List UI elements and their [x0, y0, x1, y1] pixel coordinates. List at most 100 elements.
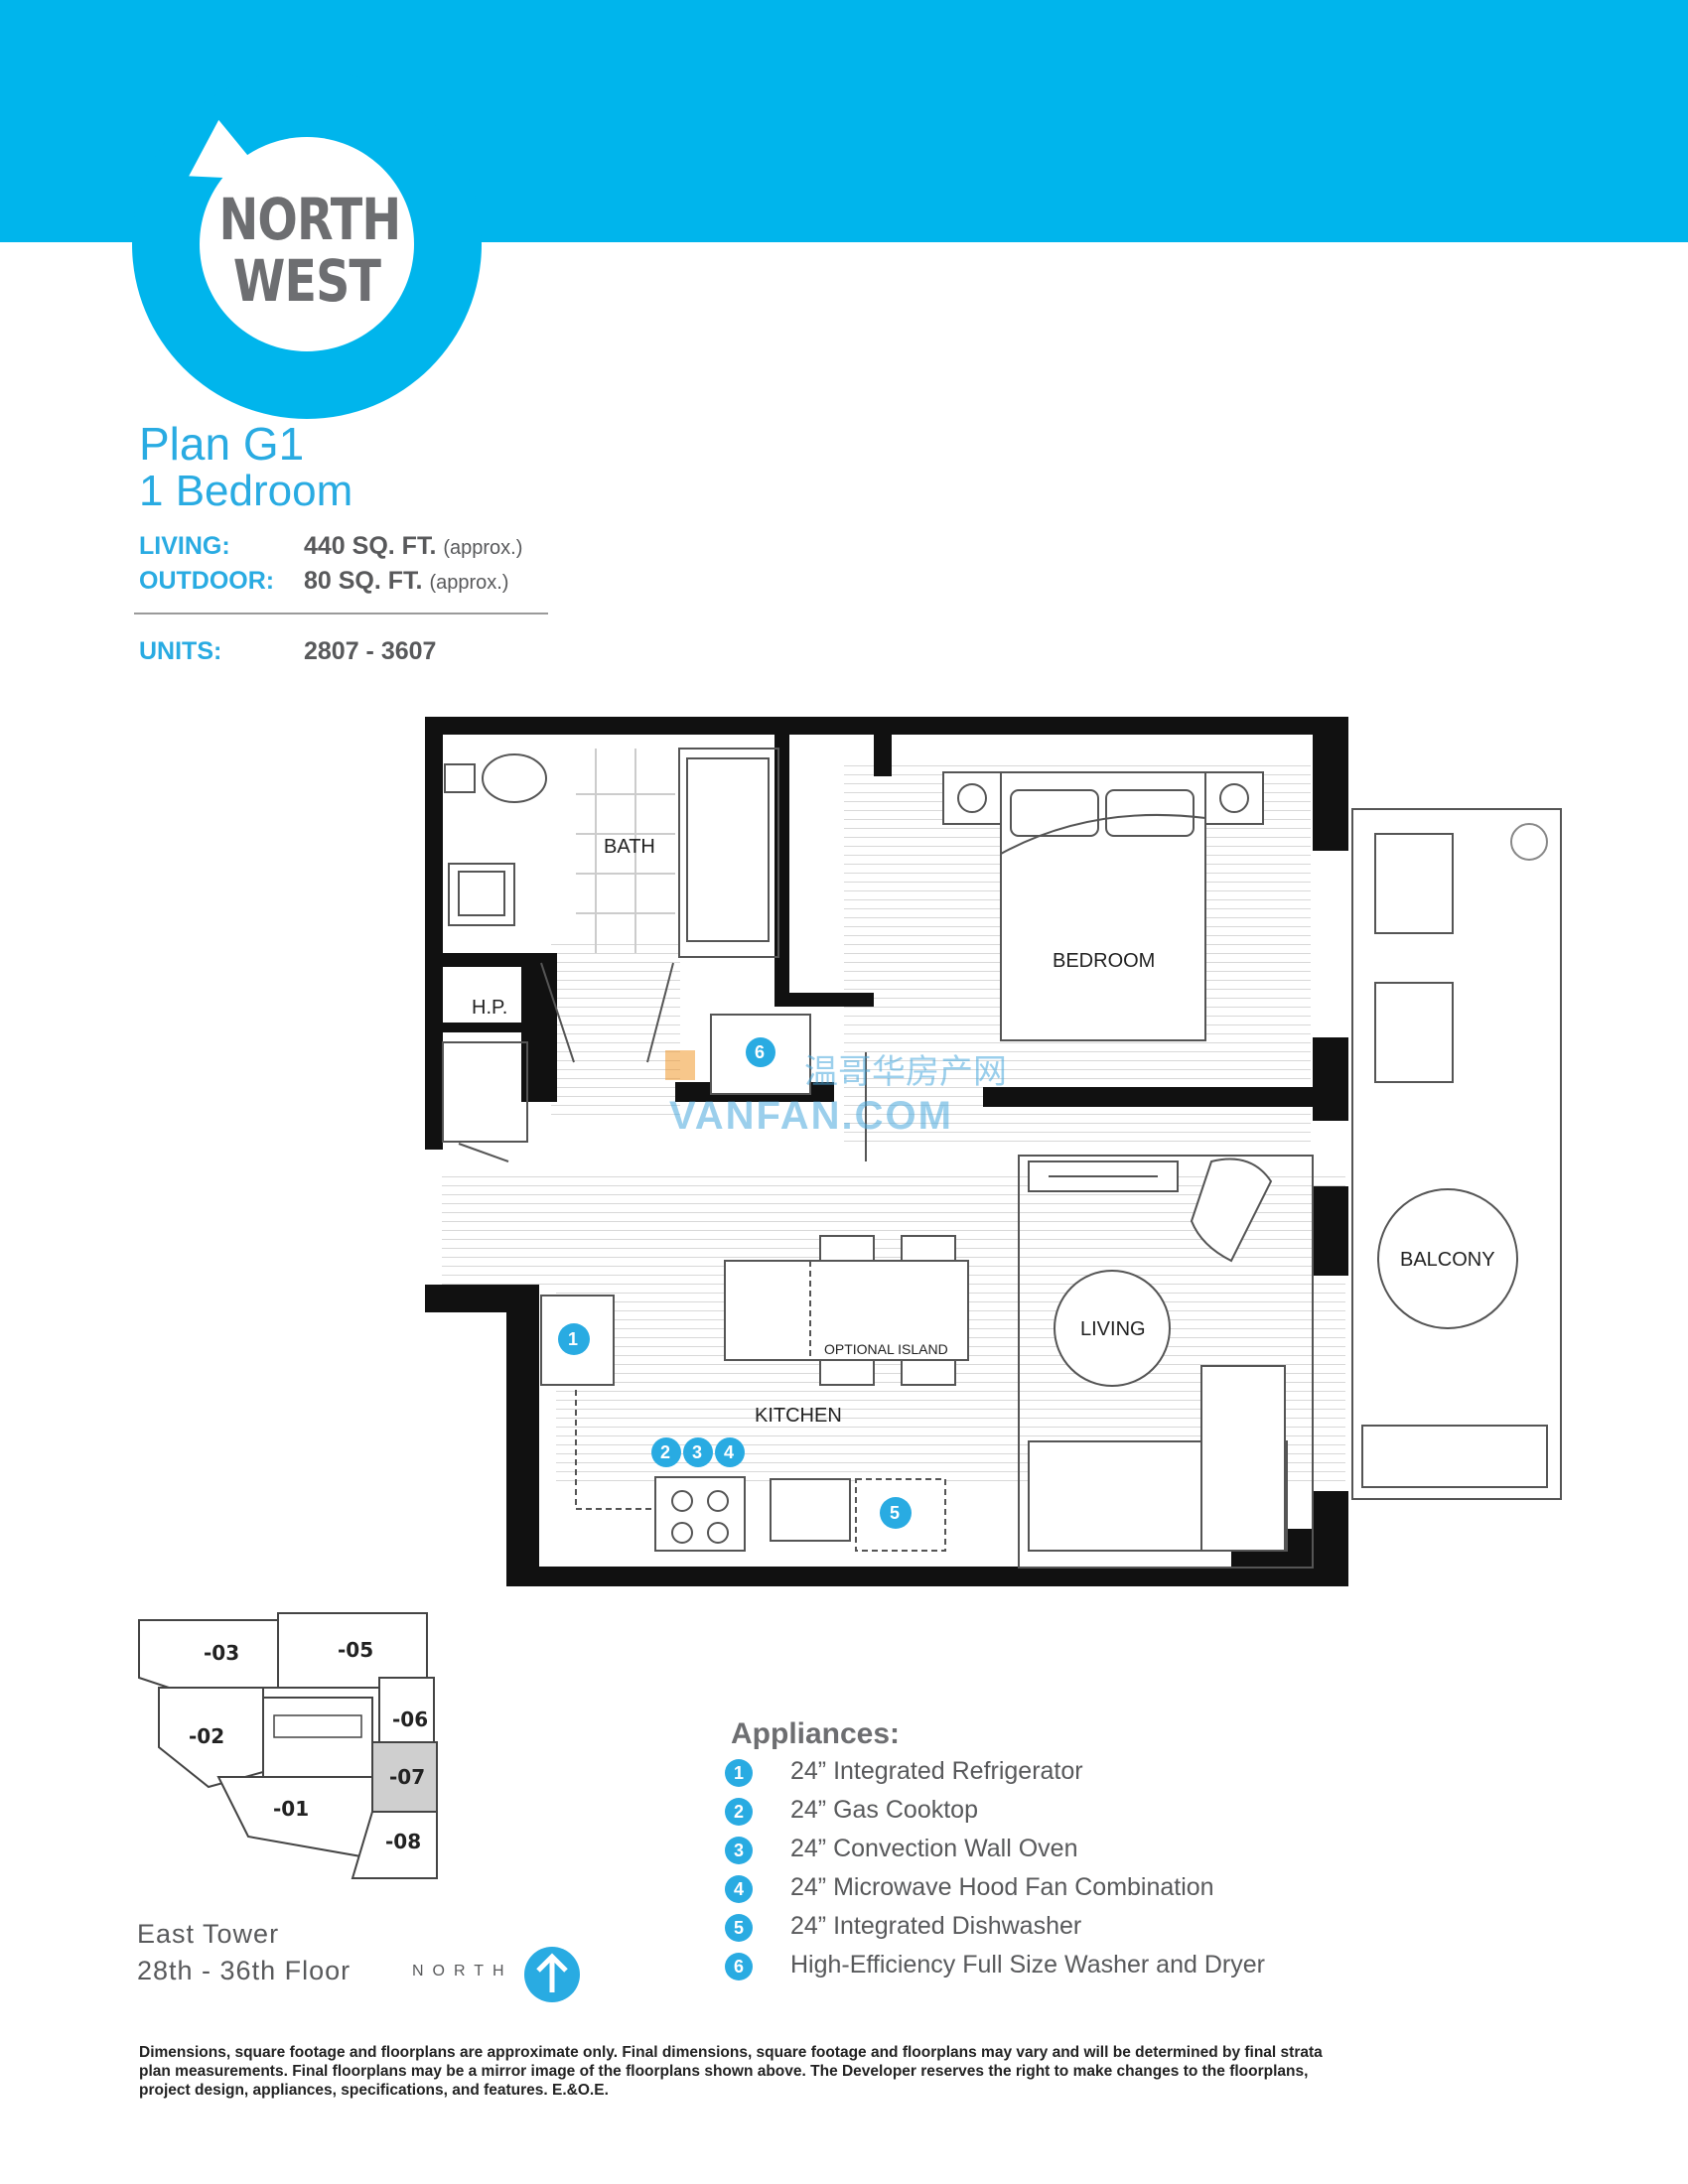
brand-logo: NORTH WEST [132, 69, 482, 419]
living-value: 440 SQ. FT. (approx.) [304, 532, 522, 561]
key-label-07: -07 [389, 1765, 426, 1789]
key-unit-07 [371, 1741, 438, 1813]
floorplan-drawing: BATH H.P. BEDROOM [425, 717, 1562, 1586]
appliance-num: 4 [725, 1875, 753, 1903]
north-label: NORTH [412, 1963, 513, 1979]
disclaimer: Dimensions, square footage and floorplan… [139, 2044, 1323, 2099]
appliance-num: 1 [725, 1759, 753, 1787]
balcony-outline [1351, 808, 1562, 1500]
appliance-num: 6 [725, 1953, 753, 1980]
plan-type: 1 Bedroom [139, 467, 353, 515]
logo-inner-circle: NORTH WEST [200, 137, 414, 351]
plan-badge-1-text: 1 [568, 1329, 578, 1349]
watermark-cn: 温哥华房产网 [804, 1052, 1007, 1092]
key-label-03: -03 [204, 1641, 240, 1665]
balcony-table [1377, 1188, 1518, 1329]
plan-badge-2-text: 2 [660, 1442, 670, 1462]
toilet-tank [444, 763, 476, 793]
outdoor-approx: (approx.) [429, 572, 509, 594]
entry-closet [442, 1041, 528, 1143]
appliance-num: 5 [725, 1914, 753, 1942]
balcony-lounger [1361, 1425, 1548, 1488]
floorplan: BATH H.P. BEDROOM [0, 695, 1688, 1588]
plan-badge-1 [558, 1323, 590, 1355]
plan-badge-3 [683, 1437, 713, 1467]
watermark-en: VANFAN.COM [669, 1094, 953, 1138]
plan-badge-6-text: 6 [755, 1042, 765, 1062]
key-unit-08 [351, 1811, 438, 1879]
logo-line-1: NORTH [218, 186, 401, 253]
appliance-text: 24” Integrated Refrigerator [790, 1757, 1083, 1785]
living-sqft: 440 SQ. FT. [304, 532, 437, 560]
armchair [1190, 1158, 1273, 1263]
kitchen-label: KITCHEN [755, 1405, 842, 1427]
appliance-num: 2 [725, 1798, 753, 1826]
bathtub [678, 748, 779, 958]
appliance-text: 24” Integrated Dishwasher [790, 1912, 1082, 1940]
appliance-num: 3 [725, 1837, 753, 1864]
logo-line-2: WEST [232, 247, 381, 315]
spec-divider [134, 613, 548, 614]
vanity-sink [448, 863, 515, 926]
hp-label: H.P. [472, 997, 507, 1019]
closet-door [646, 962, 674, 1063]
entry-closet-door [458, 1143, 509, 1162]
appliance-text: 24” Convection Wall Oven [790, 1835, 1078, 1862]
plan-badge-3-text: 3 [692, 1442, 702, 1462]
balcony-plant [1510, 823, 1548, 861]
bath-door [540, 962, 575, 1063]
key-label-08: -08 [385, 1830, 422, 1853]
plan-title: Plan G1 [139, 418, 305, 470]
plan-badge-5 [880, 1497, 912, 1529]
key-label-02: -02 [189, 1724, 225, 1748]
hall-floor-hatch [551, 943, 680, 1122]
bedroom-furniture [942, 771, 1264, 1041]
key-label-01: -01 [273, 1797, 310, 1821]
bath-fixtures [444, 748, 779, 958]
bedroom-label: BEDROOM [1053, 950, 1155, 972]
key-elevators [273, 1714, 362, 1738]
kitchen-sink [770, 1478, 851, 1542]
key-label-06: -06 [392, 1707, 429, 1731]
living-approx: (approx.) [443, 537, 523, 559]
doors [442, 962, 867, 1162]
living-label: LIVING: [139, 532, 230, 560]
stool-1 [819, 1235, 875, 1262]
key-plan: -03 -05 -06 -02 -07 -01 -08 [129, 1598, 467, 1906]
coffee-table [1054, 1270, 1171, 1387]
appliances-title: Appliances: [731, 1717, 901, 1750]
floor-range: 28th - 36th Floor [137, 1956, 352, 1985]
outdoor-value: 80 SQ. FT. (approx.) [304, 567, 508, 596]
stool-4 [901, 1359, 956, 1386]
plan-badge-4-text: 4 [724, 1442, 734, 1462]
appliance-text: 24” Gas Cooktop [790, 1796, 978, 1824]
plan-badges: 1 2 3 4 5 6 [558, 1037, 912, 1529]
plan-badge-4 [715, 1437, 745, 1467]
island [724, 1260, 969, 1361]
balcony-chair-2 [1374, 982, 1454, 1083]
appliance-text: High-Efficiency Full Size Washer and Dry… [790, 1951, 1265, 1979]
stool-2 [901, 1235, 956, 1262]
logo-text: NORTH WEST [218, 186, 401, 315]
plan-badge-6 [746, 1037, 775, 1067]
key-plan-drawing [138, 1612, 438, 1879]
balcony-chair-1 [1374, 833, 1454, 934]
balcony [1351, 808, 1562, 1500]
sofa-chaise [1200, 1365, 1286, 1552]
outdoor-sqft: 80 SQ. FT. [304, 567, 423, 595]
living-label: LIVING [1080, 1318, 1146, 1340]
toilet-bowl [482, 753, 547, 803]
house-logo-icon [665, 1050, 695, 1080]
outdoor-label: OUTDOOR: [139, 567, 275, 595]
cooktop [654, 1476, 746, 1552]
optional-island-label: OPTIONAL ISLAND [824, 1341, 948, 1357]
living-furniture [1018, 1155, 1314, 1569]
units-value: 2807 - 3607 [304, 637, 437, 665]
appliance-text: 24” Microwave Hood Fan Combination [790, 1873, 1214, 1901]
stool-3 [819, 1359, 875, 1386]
tower-name: East Tower [137, 1919, 280, 1949]
balcony-label: BALCONY [1400, 1249, 1495, 1271]
units-label: UNITS: [139, 637, 222, 665]
bath-label: BATH [604, 836, 655, 858]
plan-badge-5-text: 5 [890, 1503, 900, 1523]
